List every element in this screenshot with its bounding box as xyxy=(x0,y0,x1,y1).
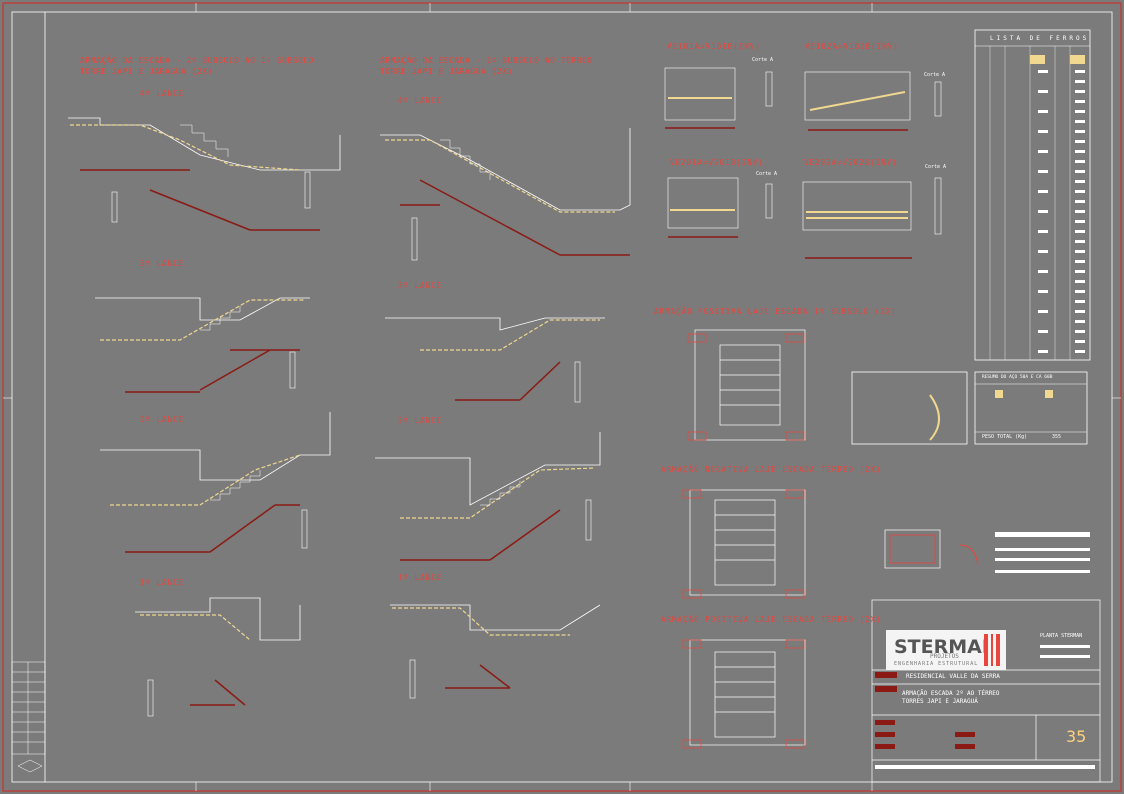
corte-a-3: Corte A xyxy=(756,171,778,177)
beam-details xyxy=(664,67,942,259)
stair-left-2 xyxy=(100,412,331,553)
beam-label-ve101: VE101A=V101B(INV) xyxy=(667,42,761,51)
rebar-list-title: LISTA DE FERROS xyxy=(990,35,1090,42)
steel-summary-box xyxy=(851,371,1088,445)
stair-mid-2 xyxy=(375,432,601,561)
left-lance-3: 3º LANCE xyxy=(140,259,185,268)
mid-lance-2: 2º LANCE xyxy=(398,416,443,425)
slab-title-positive-terreo: ARMAÇÃO POSITIVA LAJE ESCADA TÉRREO (2X) xyxy=(661,615,882,624)
slab-plans xyxy=(682,329,806,749)
slab-title-positive-subsolo: ARMAÇÃO POSITIVA LAJE ESCADA 1º SUBSOLO … xyxy=(654,307,897,316)
stair-left-3 xyxy=(95,297,310,393)
total-weight-value: 355 xyxy=(1052,434,1062,440)
total-weight-label: PESO TOTAL (Kg) xyxy=(982,434,1028,440)
logo-mark-icon xyxy=(984,634,1000,666)
project-name: RESIDENCIAL VALLE DA SERRA xyxy=(906,673,1000,680)
company-logo: STERMAN PROJETOS ENGENHARIA ESTRUTURAL xyxy=(886,630,1006,670)
inner-frame xyxy=(11,11,1113,783)
drawing-title-1: ARMAÇÃO ESCADA 2º AO TÉRREO xyxy=(902,690,1000,697)
page-number: 35 xyxy=(1066,727,1087,746)
corte-a-4: Corte A xyxy=(925,164,947,170)
beam-label-ve201: VE201A=V201B(INV) xyxy=(670,158,764,167)
legend-table xyxy=(11,661,46,773)
left-lance-4: 4º LANCE xyxy=(140,89,185,98)
left-lance-1: 1º LANCE xyxy=(140,578,185,587)
logo-sub-projetos: PROJETOS xyxy=(930,653,959,660)
steel-summary-title: RESUMO DO AÇO 50A E CA 60B xyxy=(982,375,1053,380)
stair-left-4 xyxy=(68,117,341,231)
beam-label-ve202: VE202A=V202B(INV) xyxy=(804,158,898,167)
beam-label-ve102: VE102A=V102B(INV) xyxy=(805,42,899,51)
corte-a-2: Corte A xyxy=(924,72,946,78)
slab-title-negative-terreo: ARMAÇÃO NEGATIVA LAJE ESCADA TÉRREO (2X) xyxy=(661,465,882,474)
stair-mid-1 xyxy=(390,604,601,699)
mid-lance-1: 1º LANCE xyxy=(398,573,443,582)
stair-left-1 xyxy=(135,597,301,717)
stair-mid-3 xyxy=(385,317,605,403)
mid-lance-3: 3º LANCE xyxy=(398,281,443,290)
mid-lance-4: 4º LANCE xyxy=(398,96,443,105)
stair-mid-4 xyxy=(380,128,631,261)
mid-section-title-2: TORRE JAPI E JARAGUÁ (2X) xyxy=(380,67,513,76)
left-section-title-1: ARMAÇÃO DA ESCADA - 2º SUBSOLO AO 1º SUB… xyxy=(80,56,314,65)
planta-label: PLANTA STERMAN xyxy=(1040,633,1083,639)
left-section-title-2: TORRE JAPI E JARAGUÁ (2X) xyxy=(80,67,213,76)
logo-brand: STERMAN xyxy=(894,636,998,658)
logo-sub-engenharia: ENGENHARIA ESTRUTURAL xyxy=(894,661,979,667)
mid-section-title-1: ARMAÇÃO DA ESCADA - 1º SUBSOLO AO TÉRREO xyxy=(380,56,593,65)
corte-a-1: Corte A xyxy=(752,57,774,63)
rebar-list-table xyxy=(974,29,1091,361)
title-block xyxy=(871,599,1101,783)
drawing-title-2: TORRES JAPI E JARAGUÁ xyxy=(902,698,978,705)
stirrup-detail xyxy=(884,529,1090,573)
left-lance-2: 2º LANCE xyxy=(140,415,185,424)
